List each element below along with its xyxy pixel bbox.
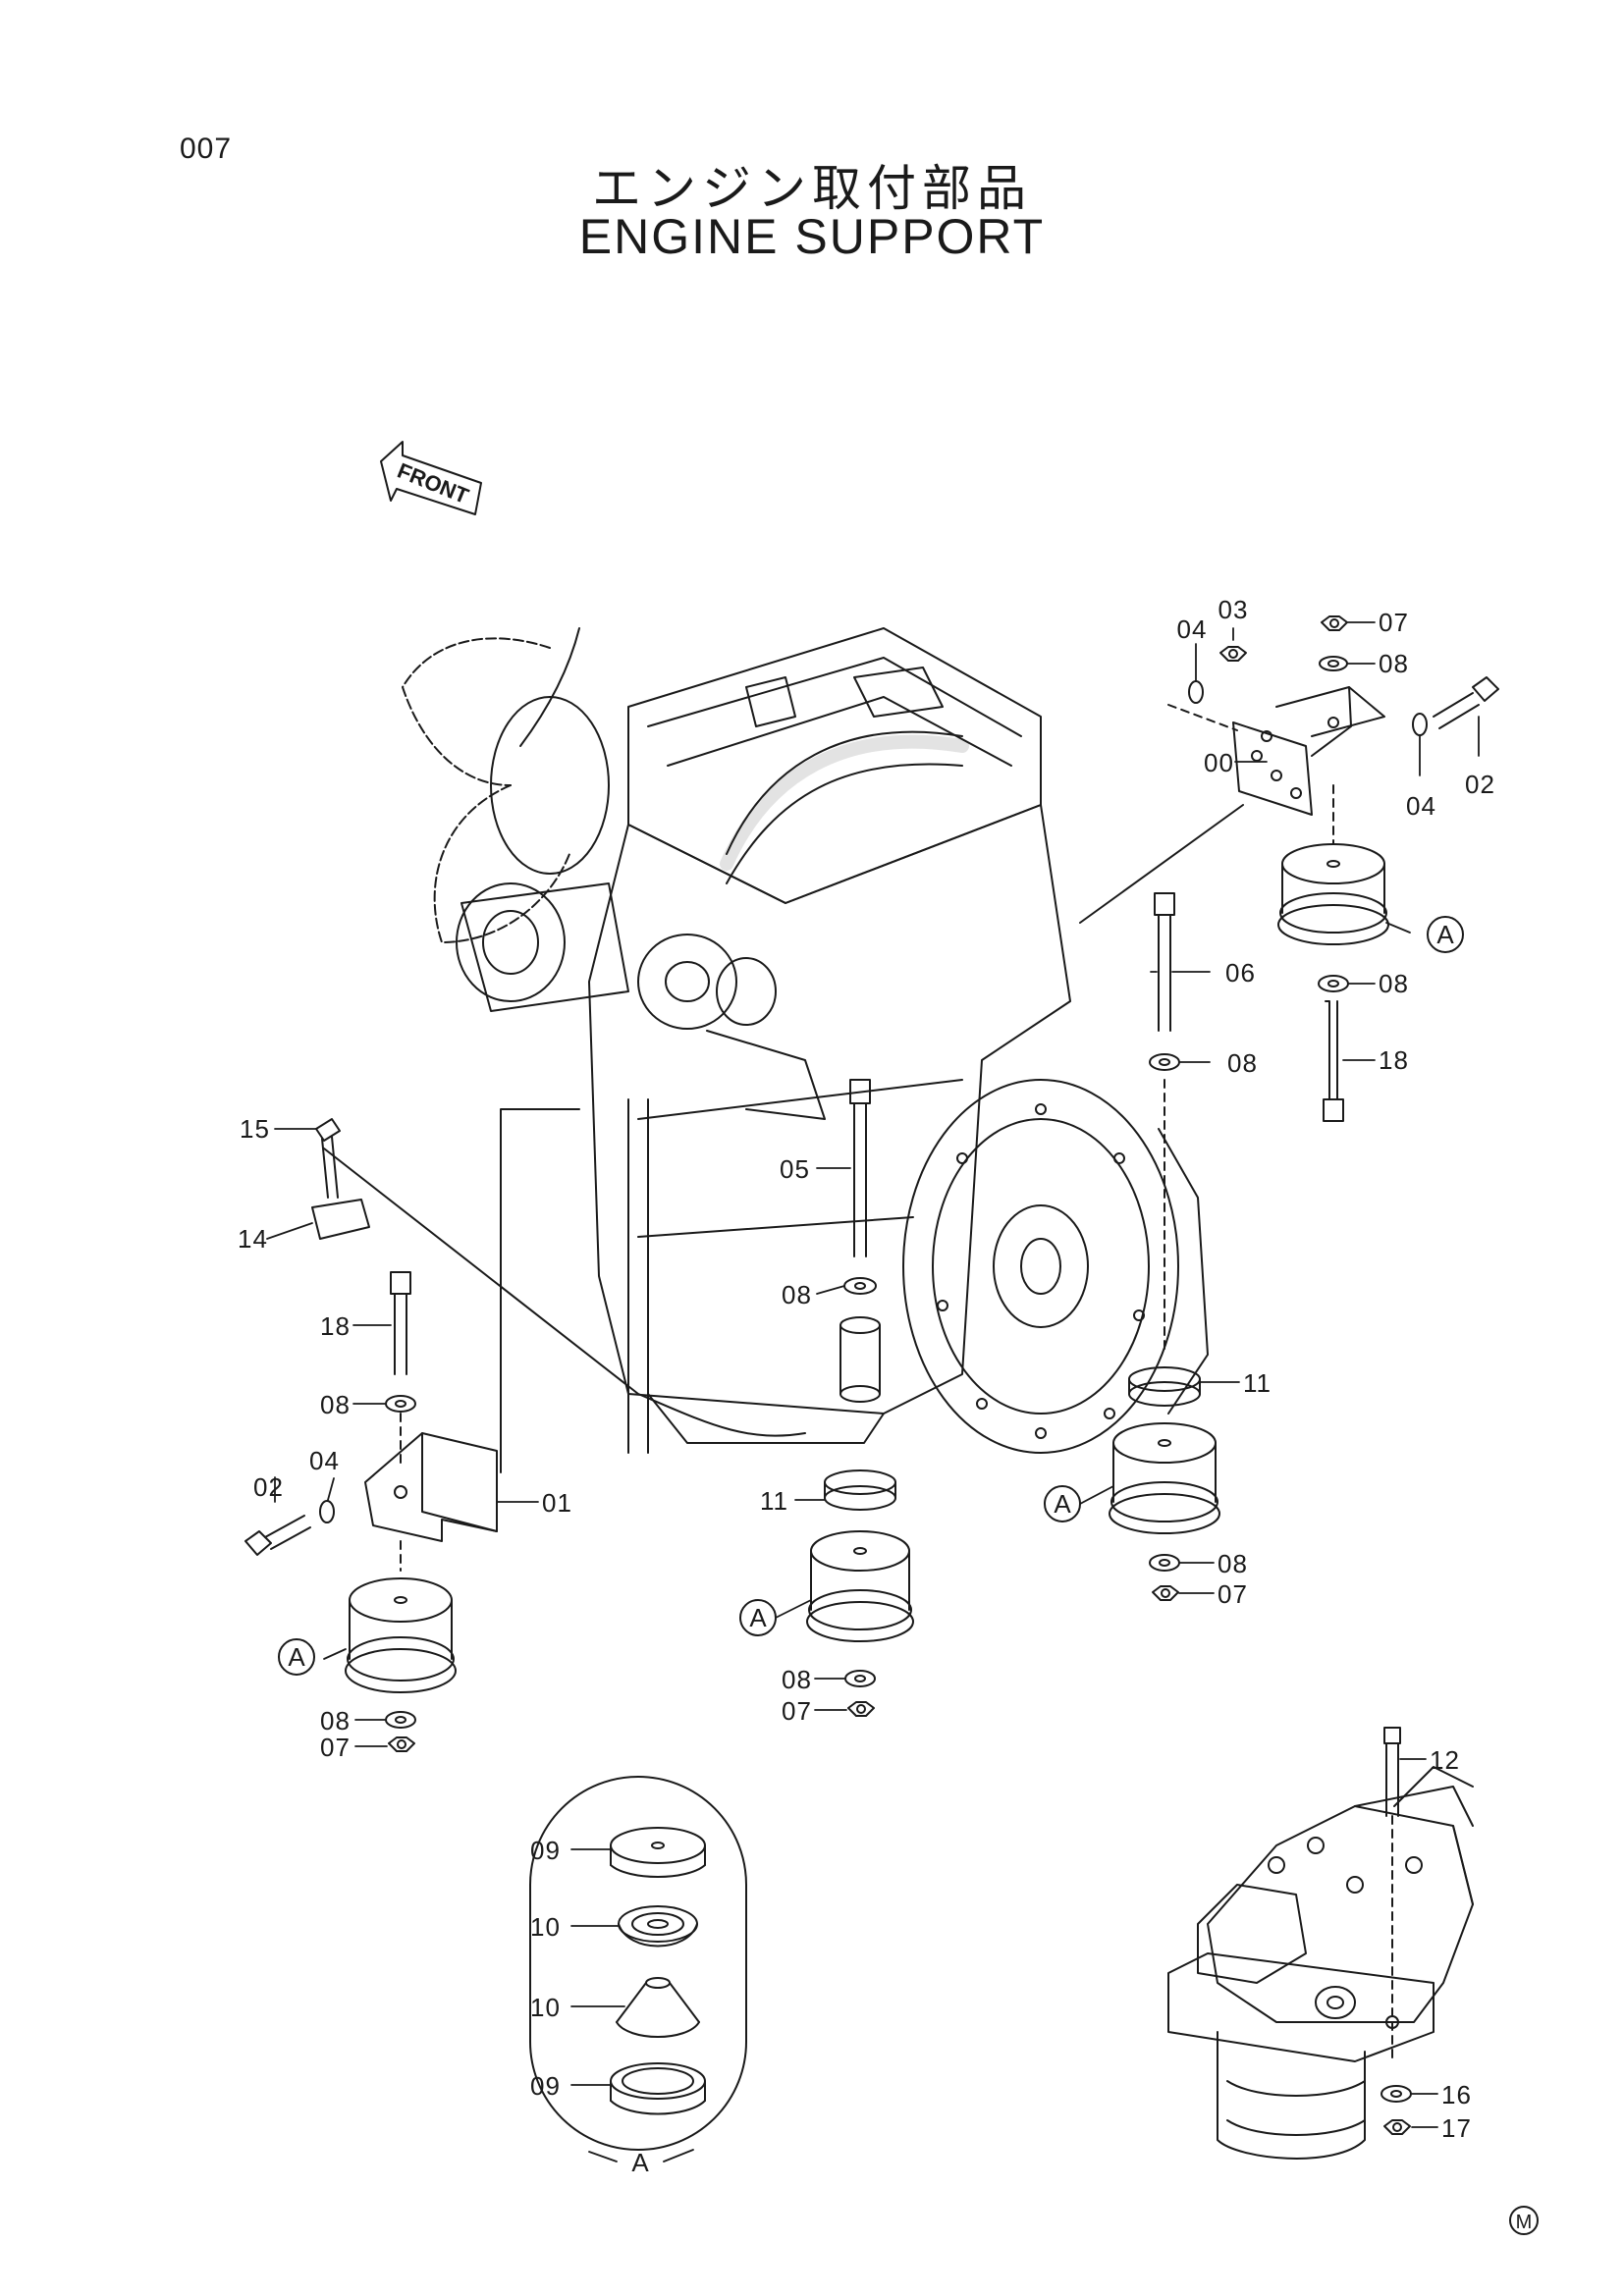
callout-09: 09 <box>530 2071 561 2101</box>
mount-ref-circle <box>739 1599 777 1636</box>
callout-08: 08 <box>782 1665 812 1694</box>
callout-09: 09 <box>530 1836 561 1865</box>
callout-10: 10 <box>530 1993 561 2022</box>
callout-08: 08 <box>1379 969 1409 998</box>
callout-18: 18 <box>1379 1045 1409 1075</box>
callout-14: 14 <box>238 1224 268 1254</box>
mount-ref-circle <box>1427 916 1464 953</box>
callout-07: 07 <box>1379 608 1409 637</box>
callout-16: 16 <box>1441 2080 1472 2109</box>
engine-body <box>323 627 1209 1454</box>
detail-a-label: A <box>631 2148 649 2177</box>
callout-04: 04 <box>1406 791 1436 821</box>
callout-05: 05 <box>780 1154 810 1184</box>
mount-ref-label: A <box>288 1642 305 1672</box>
callout-03: 03 <box>1218 595 1249 624</box>
mount-ref-label: A <box>749 1603 767 1632</box>
callout-08: 08 <box>320 1390 351 1419</box>
callout-02: 02 <box>253 1472 284 1502</box>
mount-ref-label: A <box>1436 920 1454 949</box>
center-mount-assembly <box>806 1079 914 1717</box>
callout-04: 04 <box>1177 614 1208 644</box>
callout-11: 11 <box>1243 1368 1272 1398</box>
detail-a-exploded-view <box>529 1776 747 2151</box>
callout-01: 01 <box>542 1488 572 1518</box>
callout-02: 02 <box>1465 770 1495 799</box>
leader-lines <box>266 621 1480 2163</box>
callout-04: 04 <box>309 1446 340 1475</box>
right-rear-mount-assembly <box>1109 892 1220 1601</box>
callout-15: 15 <box>240 1114 270 1144</box>
callout-07: 07 <box>320 1733 351 1762</box>
callout-08: 08 <box>1227 1048 1258 1078</box>
page-number: 007 <box>180 133 233 165</box>
callout-17: 17 <box>1441 2113 1472 2143</box>
callout-08: 08 <box>1218 1549 1248 1578</box>
callout-12: 12 <box>1430 1745 1460 1775</box>
callout-08: 08 <box>1379 649 1409 678</box>
mount-ref-circle <box>278 1638 315 1676</box>
callout-11: 11 <box>760 1486 788 1516</box>
callout-18: 18 <box>320 1311 351 1341</box>
maker-mark-circle <box>1509 2206 1539 2235</box>
callout-06: 06 <box>1225 958 1256 988</box>
callout-08: 08 <box>782 1280 812 1309</box>
callout-00: 00 <box>1204 748 1234 777</box>
callout-08: 08 <box>320 1706 351 1735</box>
callout-10: 10 <box>530 1912 561 1942</box>
front-direction-arrow <box>380 441 482 515</box>
maker-mark: M <box>1516 2212 1533 2233</box>
page-title-english: ENGINE SUPPORT <box>578 209 1046 264</box>
callout-07: 07 <box>1218 1579 1248 1609</box>
upper-right-mount-assembly <box>1079 615 1499 1122</box>
hydraulic-pump-assembly <box>1167 1727 1474 2160</box>
mount-ref-circle <box>1044 1485 1081 1522</box>
callout-07: 07 <box>782 1696 812 1726</box>
left-front-mount-assembly <box>244 1108 580 1752</box>
page-title-japanese: エンジン取付部品 <box>592 160 1032 217</box>
mount-ref-label: A <box>1054 1489 1071 1519</box>
